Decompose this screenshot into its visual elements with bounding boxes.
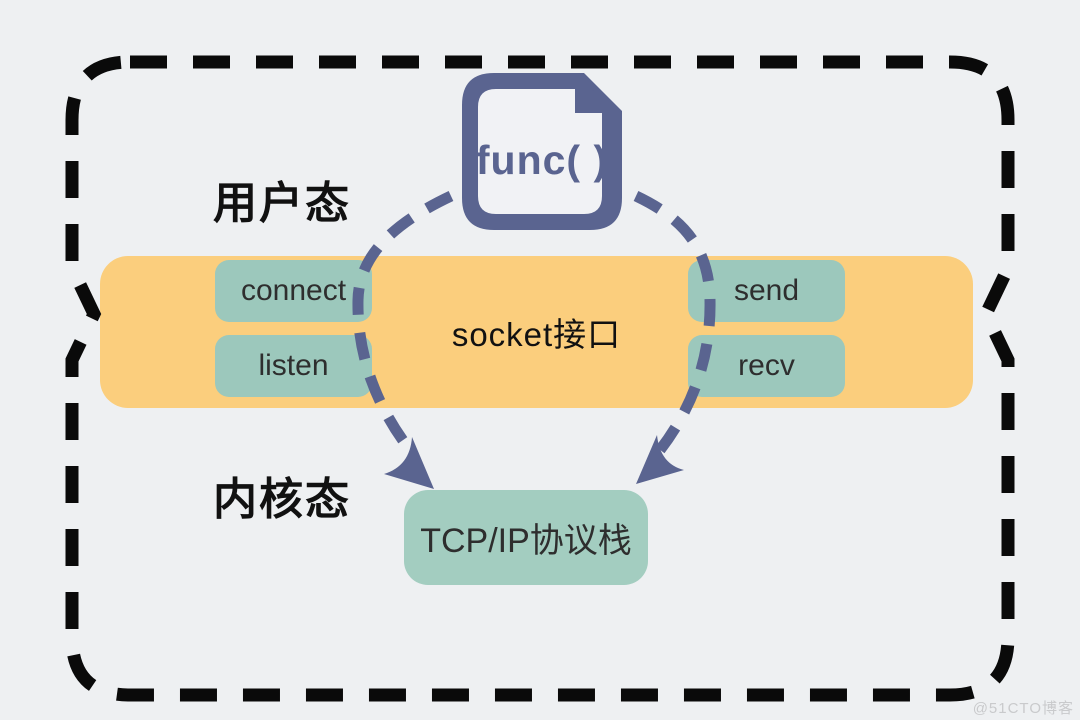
- user-mode-label: 用户态: [213, 179, 351, 228]
- flow-arrow-right-head: [636, 435, 684, 484]
- kernel-mode-label: 内核态: [213, 475, 351, 524]
- socket-layer-label: socket接口: [451, 316, 622, 353]
- flow-arrow-right: [633, 191, 716, 454]
- socket-layer-band: [100, 256, 973, 408]
- watermark: @51CTO博客: [972, 700, 1074, 717]
- func-icon-label: func( ): [475, 136, 609, 183]
- api-button-listen: listen: [215, 335, 372, 397]
- flow-arrow-left: [352, 191, 454, 454]
- api-button-send: send: [688, 260, 845, 322]
- api-button-connect: connect: [215, 260, 372, 322]
- flow-arrow-left-head: [384, 437, 434, 489]
- tcp-ip-stack-box: TCP/IP协议栈: [404, 490, 648, 585]
- api-button-recv: recv: [688, 335, 845, 397]
